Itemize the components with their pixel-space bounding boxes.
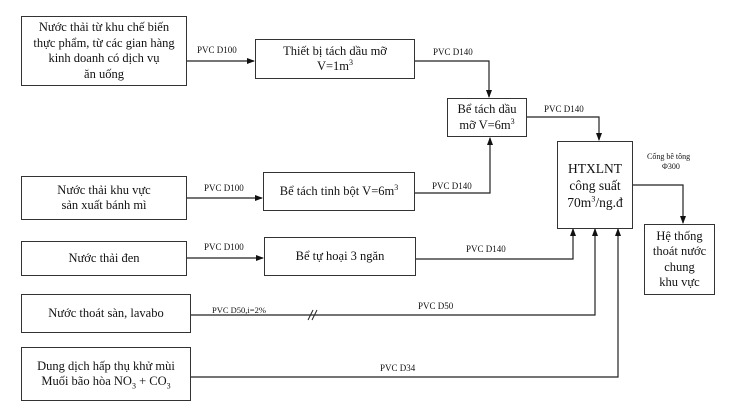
source-food-line-1: Nước thải từ khu chế biến (38, 20, 170, 34)
source-deodorizing-line-1: Dung dịch hấp thụ khử mùi (37, 358, 175, 373)
source-blackwater-label: Nước thải đen (68, 250, 140, 265)
pipe-starch-to-tank (415, 137, 493, 194)
source-deodorizing-box: Dung dịch hấp thụ khử mùi Muối bão hòa N… (21, 347, 191, 401)
drainage-line-3: chung (664, 259, 695, 274)
pipe-label-deodor-to-wwtp: PVC D34 (380, 363, 416, 373)
drainage-line-4: khu vực (659, 275, 700, 289)
source-deodorizing-line-2: Muối bão hòa NO3 + CO3 (37, 374, 175, 390)
source-floor-drain-box: Nước thoát sàn, lavabo (21, 294, 191, 333)
volume-exponent: 3 (394, 182, 399, 192)
pipe-device-to-tank (415, 60, 492, 98)
source-food-processing-box: Nước thải từ khu chế biến thực phẩm, từ … (21, 16, 187, 86)
volume-exponent: 3 (510, 116, 515, 126)
source-bakery-line-2: sản xuất bánh mì (61, 198, 147, 212)
subscript: 3 (131, 381, 136, 391)
drainage-system-box: Hệ thống thoát nước chung khu vực (644, 224, 715, 295)
source-bakery-box: Nước thải khu vực sản xuất bánh mì (21, 176, 187, 220)
grease-trap-device-volume: V=1m3 (283, 57, 387, 75)
drainage-line-2: thoát nước (652, 244, 707, 258)
source-food-line-4: ăn uống (84, 66, 124, 81)
subscript: 3 (166, 381, 171, 391)
capacity-unit: /ng.đ (595, 194, 623, 210)
pipe-label-starch-to-tank: PVC D140 (432, 181, 472, 191)
pipe-label-septic-to-wwtp: PVC D140 (466, 244, 506, 254)
source-food-line-2: thực phẩm, từ các gian hàng (33, 35, 175, 50)
salt-text-mid: + CO (135, 374, 167, 388)
break-mark (307, 309, 318, 321)
source-blackwater-box: Nước thải đen (21, 241, 187, 276)
source-bakery-line-1: Nước thải khu vực (57, 182, 151, 197)
grease-tank-box: Bể tách dầu mỡ V=6m3 (447, 98, 527, 137)
wwtp-title: HTXLNT (568, 160, 622, 176)
source-floor-drain-label: Nước thoát sàn, lavabo (48, 305, 164, 320)
pipe-label-tank-to-wwtp: PVC D140 (544, 104, 584, 114)
grease-tank-title: Bể tách dầu (457, 102, 517, 116)
pipe-label-floor-to-wwtp: PVC D50 (418, 301, 454, 311)
wwtp-capacity-value: 70m3/ng.đ (567, 194, 622, 211)
pipe-label-device-to-tank: PVC D140 (433, 47, 473, 57)
volume-exponent: 3 (349, 57, 354, 67)
septic-tank-label: Bể tự hoại 3 ngăn (295, 248, 385, 263)
pipe-label-culvert-diameter: Φ300 (662, 162, 680, 171)
starch-tank-label: Bể tách tinh bột V=6m3 (279, 182, 399, 200)
capacity-number: 70m (567, 194, 592, 210)
pipe-floor-to-wwtp (191, 228, 598, 316)
pipe-septic-to-wwtp (416, 228, 576, 260)
starch-tank-box: Bể tách tinh bột V=6m3 (263, 172, 415, 211)
grease-tank-volume: mỡ V=6m3 (457, 116, 516, 134)
pipe-deodor-to-wwtp (191, 228, 621, 378)
grease-trap-device-box: Thiết bị tách dầu mỡ V=1m3 (255, 39, 415, 79)
pipe-label-bakery-to-starch: PVC D100 (204, 183, 244, 193)
wwtp-box: HTXLNT công suất 70m3/ng.đ (557, 141, 633, 229)
volume-text: mỡ V=6m (459, 117, 511, 132)
pipe-label-food-to-device: PVC D100 (197, 45, 237, 55)
wwtp-capacity-label: công suất (569, 177, 621, 193)
starch-tank-text: Bể tách tinh bột V=6m (279, 183, 395, 198)
pipe-wwtp-to-drainage (633, 184, 686, 224)
drainage-line-1: Hệ thống (656, 228, 703, 243)
pipe-label-floor-slope: PVC D50,i=2% (212, 305, 266, 315)
source-food-line-3: kinh doanh có dịch vụ (48, 51, 160, 65)
grease-trap-device-title: Thiết bị tách dầu mỡ (283, 43, 387, 58)
capacity-exponent: 3 (591, 194, 596, 203)
pipe-label-concrete-culvert: Cống bê tông (647, 152, 691, 161)
pipe-tank-to-wwtp (527, 116, 602, 141)
pipe-label-black-to-septic: PVC D100 (204, 242, 244, 252)
septic-tank-box: Bể tự hoại 3 ngăn (264, 237, 416, 276)
salt-text: Muối bão hòa NO (41, 374, 132, 388)
volume-text: V=1m (316, 59, 350, 73)
